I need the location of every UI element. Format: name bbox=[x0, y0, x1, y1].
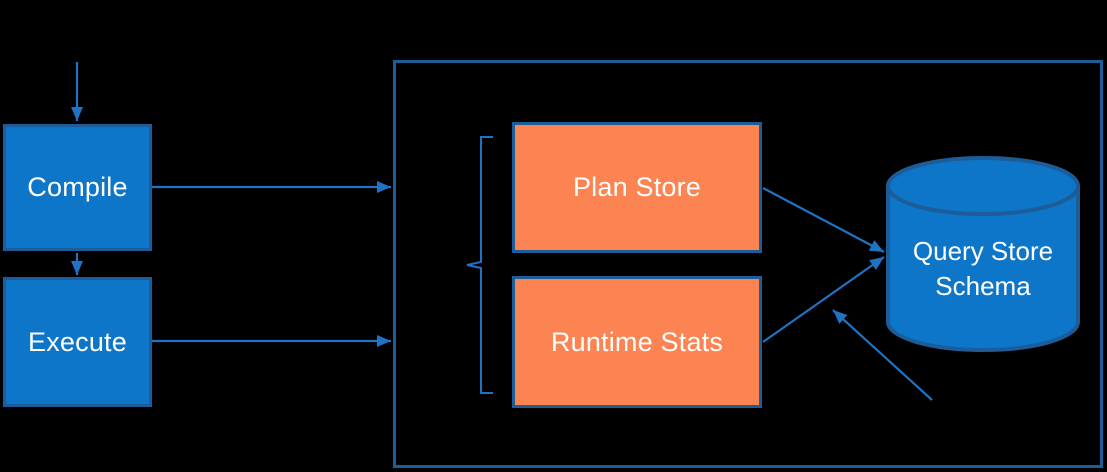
runtime-stats-label: Runtime Stats bbox=[550, 326, 724, 357]
query-store-schema-label: Query Store Schema bbox=[912, 236, 1054, 301]
cylinder-body bbox=[886, 186, 1080, 352]
compile-label: Compile bbox=[27, 172, 128, 202]
plan-store-label: Plan Store bbox=[572, 172, 702, 202]
query-store-container-box bbox=[393, 60, 1103, 468]
database-cylinder-icon bbox=[886, 156, 1080, 352]
plan-store-node: Plan Store bbox=[512, 122, 762, 253]
runtime-stats-node: Runtime Stats bbox=[512, 276, 762, 408]
arrow-runtime-stats-to-schema bbox=[762, 256, 885, 343]
execute-label: Execute bbox=[28, 326, 127, 357]
arrow-external-to-runtime-stats bbox=[832, 309, 933, 401]
execute-node: Execute bbox=[3, 277, 152, 407]
left-brace-icon bbox=[466, 136, 493, 394]
compile-node: Compile bbox=[3, 124, 152, 251]
arrow-plan-store-to-schema bbox=[762, 187, 885, 253]
cylinder-top bbox=[886, 156, 1080, 216]
